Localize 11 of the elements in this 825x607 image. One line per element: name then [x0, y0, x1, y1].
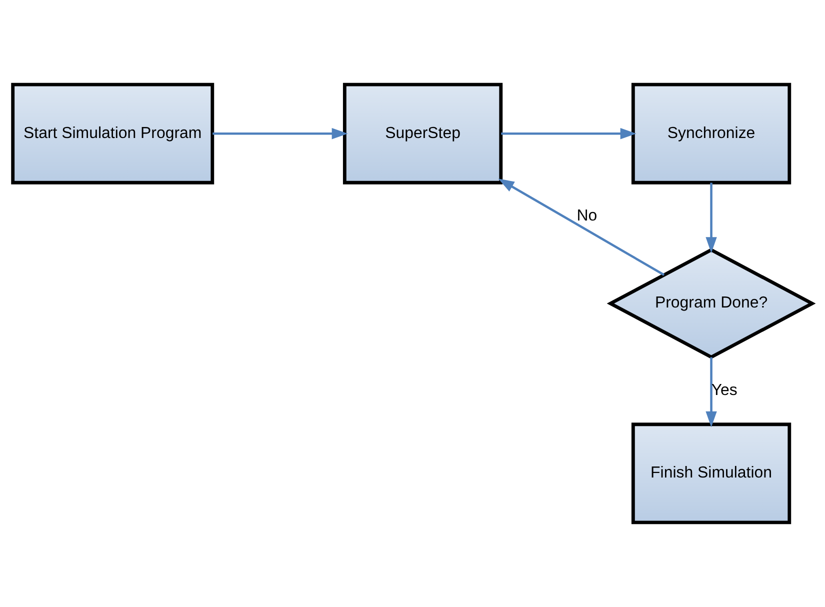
edge-label: No — [576, 207, 598, 224]
arrow — [706, 182, 717, 254]
arrow — [706, 357, 717, 428]
node-diamond: Program Done? — [606, 248, 816, 360]
node-box: Finish Simulation — [631, 422, 792, 524]
arrow — [498, 178, 665, 276]
node-box: Synchronize — [631, 82, 792, 184]
arrow — [501, 128, 636, 140]
node-box: Start Simulation Program — [11, 82, 214, 184]
node-box: SuperStep — [342, 82, 503, 184]
arrow — [212, 128, 348, 140]
